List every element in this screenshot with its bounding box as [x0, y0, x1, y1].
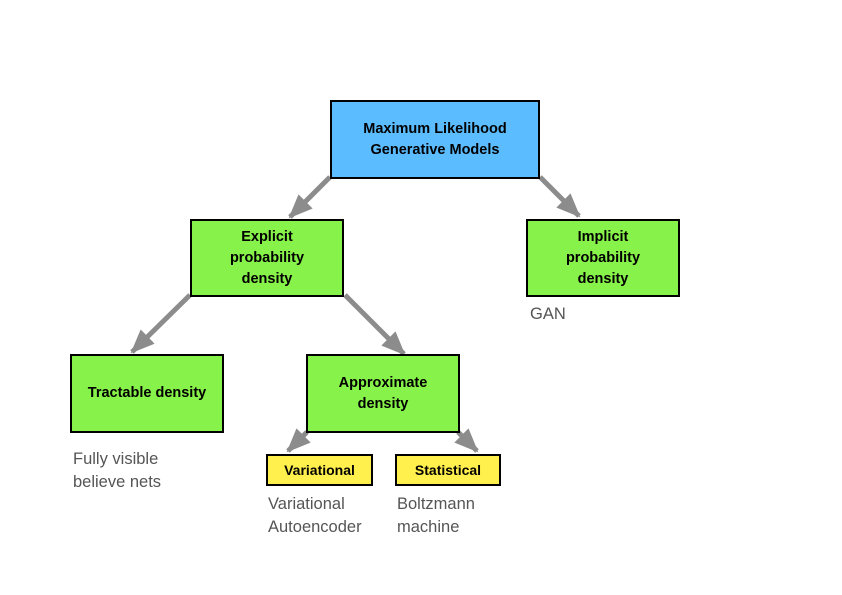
caption-fully-visible-believe-nets: Fully visible believe nets — [73, 450, 162, 491]
caption-gan: GAN — [530, 305, 566, 323]
arrow-root-to-implicit — [538, 175, 581, 218]
arrow-explicit-to-tractable — [130, 293, 192, 354]
arrow-explicit-to-approximate — [343, 293, 406, 356]
arrow-approximate-to-statistical — [454, 428, 479, 453]
arrow-approximate-to-variational — [286, 428, 311, 453]
caption-variational-autoencoder: Variational Autoencoder — [268, 495, 362, 536]
node-variational: Variational — [266, 454, 373, 486]
arrow-root-to-explicit — [288, 175, 332, 219]
node-implicit-density: Implicit probability density — [526, 219, 680, 297]
node-statistical: Statistical — [395, 454, 501, 486]
node-approximate-density: Approximate density — [306, 354, 460, 433]
node-explicit-density: Explicit probability density — [190, 219, 344, 297]
node-tractable-density: Tractable density — [70, 354, 224, 433]
caption-boltzmann-machine: Boltzmann machine — [397, 495, 475, 536]
node-maximum-likelihood: Maximum Likelihood Generative Models — [330, 100, 540, 179]
